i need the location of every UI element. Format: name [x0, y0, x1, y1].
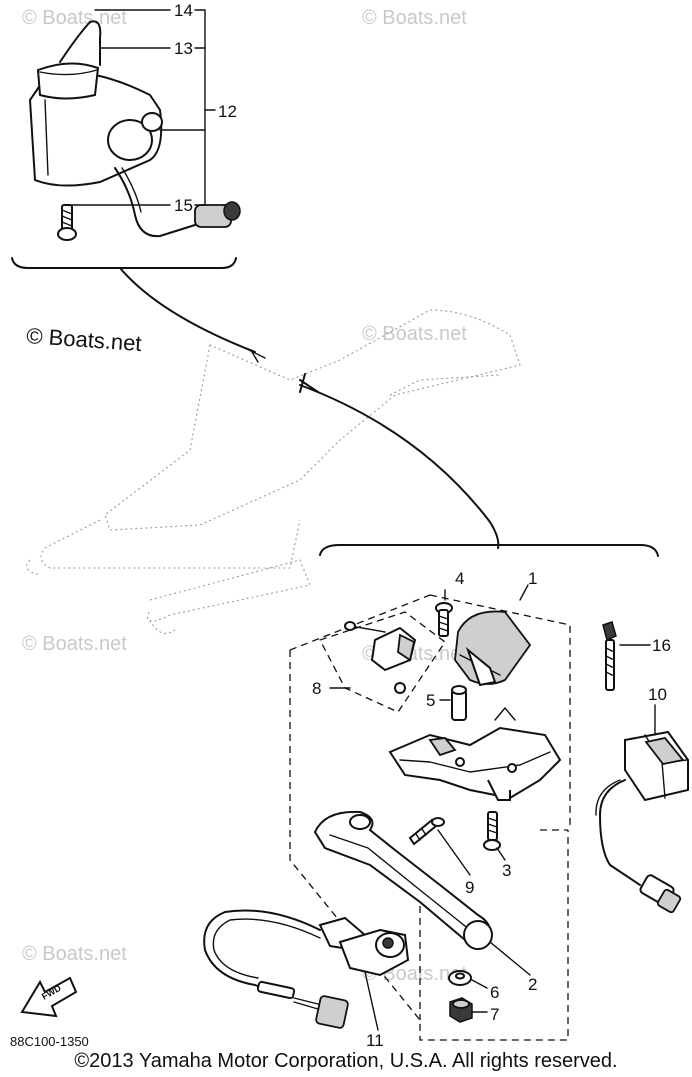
callout-12: 12: [218, 102, 237, 121]
part-16-cable-tie: [602, 621, 617, 691]
callout-8: 8: [312, 679, 321, 698]
watermark: © Boats.net: [22, 943, 127, 965]
part-1-cover: [454, 610, 532, 687]
callout-5: 5: [426, 691, 435, 710]
connection-cable-upper: [119, 267, 256, 353]
snowmobile-outline: [26, 309, 521, 634]
assembly-boundaries: [289, 594, 571, 1041]
part-5-collar: [451, 685, 467, 721]
part-2-lever: [313, 810, 493, 950]
watermark: © Boats.net: [22, 633, 127, 655]
exploded-parts-diagram: © Boats.net © Boats.net © Boats.net © Bo…: [10, 1, 689, 1050]
callout-1: 1: [528, 569, 537, 588]
copyright-footer: ©2013 Yamaha Motor Corporation, U.S.A. A…: [74, 1050, 618, 1072]
part-10-relay: [595, 730, 689, 914]
watermark: © Boats.net: [362, 7, 467, 29]
part-7-nut: [449, 997, 473, 1023]
watermark-dark: © Boats.net: [26, 323, 143, 356]
inset-bracket: [11, 257, 237, 269]
part-code: 88C100-1350: [10, 1034, 89, 1049]
part-3-screw: [408, 817, 445, 846]
part-8-switch: [344, 621, 417, 694]
leader-lines-inset: [71, 9, 206, 206]
callout-11: 11: [366, 1031, 384, 1050]
callout-9: 3: [502, 861, 511, 880]
main-bracket: [319, 544, 659, 557]
callout-15: 15: [174, 196, 193, 215]
watermark: © Boats.net: [362, 323, 467, 345]
callout-13: 13: [174, 39, 193, 58]
part-4-screw: [435, 589, 453, 637]
callout-7: 7: [490, 1005, 499, 1024]
throttle-housing-inset: [28, 20, 241, 241]
callout-3: 9: [465, 878, 474, 897]
part-11-brake-switch: [203, 909, 410, 1029]
callout-10: 10: [648, 685, 667, 704]
callout-4: 4: [455, 569, 464, 588]
connection-cable-lower: [299, 384, 500, 549]
part-6-washer: [448, 970, 472, 986]
lever-bracket: [388, 707, 562, 801]
callout-16: 16: [652, 636, 671, 655]
callout-6: 6: [490, 983, 499, 1002]
callout-14: 14: [174, 1, 193, 20]
watermark: © Boats.net: [22, 7, 127, 29]
fwd-arrow-icon: FWD: [20, 976, 78, 1018]
part-9-screw: [483, 811, 501, 851]
callout-2: 2: [528, 975, 537, 994]
